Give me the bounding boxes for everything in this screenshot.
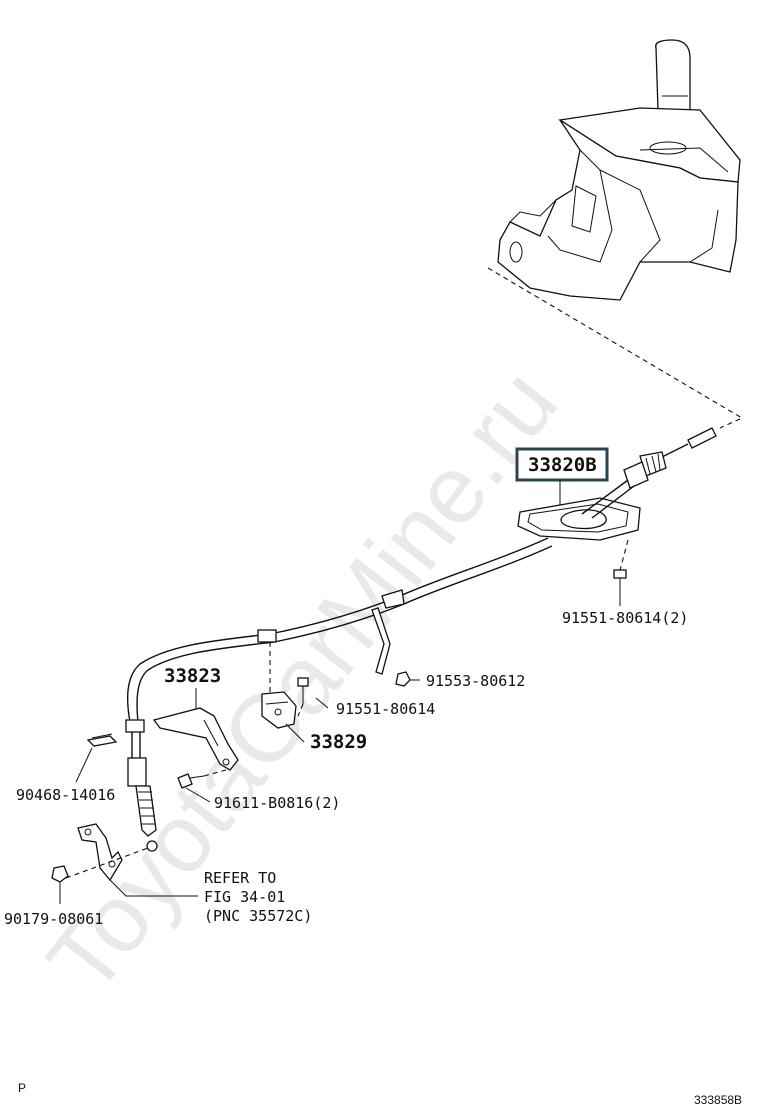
part-label-91611-B0816-2[interactable]: 91611-B0816(2) (214, 794, 340, 812)
refer-note-line2: FIG 34-01 (204, 888, 285, 906)
clip-90468-14016-icon (86, 733, 118, 747)
cable-upper-end (623, 427, 717, 489)
part-label-33820B: 33820B (528, 454, 597, 476)
transmission-lever-bracket (77, 823, 123, 882)
part-label-90179-08061[interactable]: 90179-08061 (4, 910, 103, 928)
bolt-91611-b0816-icon (177, 769, 227, 789)
part-label-91551-80614-2[interactable]: 91551-80614(2) (562, 609, 688, 627)
cable-lower-end (125, 719, 158, 852)
bracket-33829-shape (261, 691, 297, 729)
part-label-33823[interactable]: 33823 (164, 665, 221, 687)
cable-grommet-plate (517, 479, 641, 541)
cable-clamp-middle (371, 589, 405, 675)
part-number-box (515, 447, 609, 482)
part-label-33829[interactable]: 33829 (310, 731, 367, 753)
shift-lever-assembly (497, 39, 741, 301)
cable-clamp-left (257, 629, 277, 643)
figure-id: 333858B (694, 1093, 742, 1107)
shift-cable (127, 537, 549, 723)
highlighted-part-33820B[interactable]: 33820B (515, 447, 609, 482)
bolt-91551-80614-icon (297, 677, 309, 717)
part-label-91553-80612[interactable]: 91553-80612 (426, 672, 525, 690)
part-label-91551-80614[interactable]: 91551-80614 (336, 700, 435, 718)
nut-90179-08061-icon (51, 865, 69, 883)
bracket-33823-shape (152, 707, 239, 771)
part-label-90468-14016[interactable]: 90468-14016 (16, 786, 115, 804)
refer-note-line1: REFER TO (204, 869, 276, 887)
refer-note-line3: (PNC 35572C) (204, 907, 312, 925)
nut-91553-80612-icon (395, 671, 411, 687)
bolt-91551-80614-2-icon (613, 539, 629, 590)
page-marker: P (18, 1081, 26, 1095)
